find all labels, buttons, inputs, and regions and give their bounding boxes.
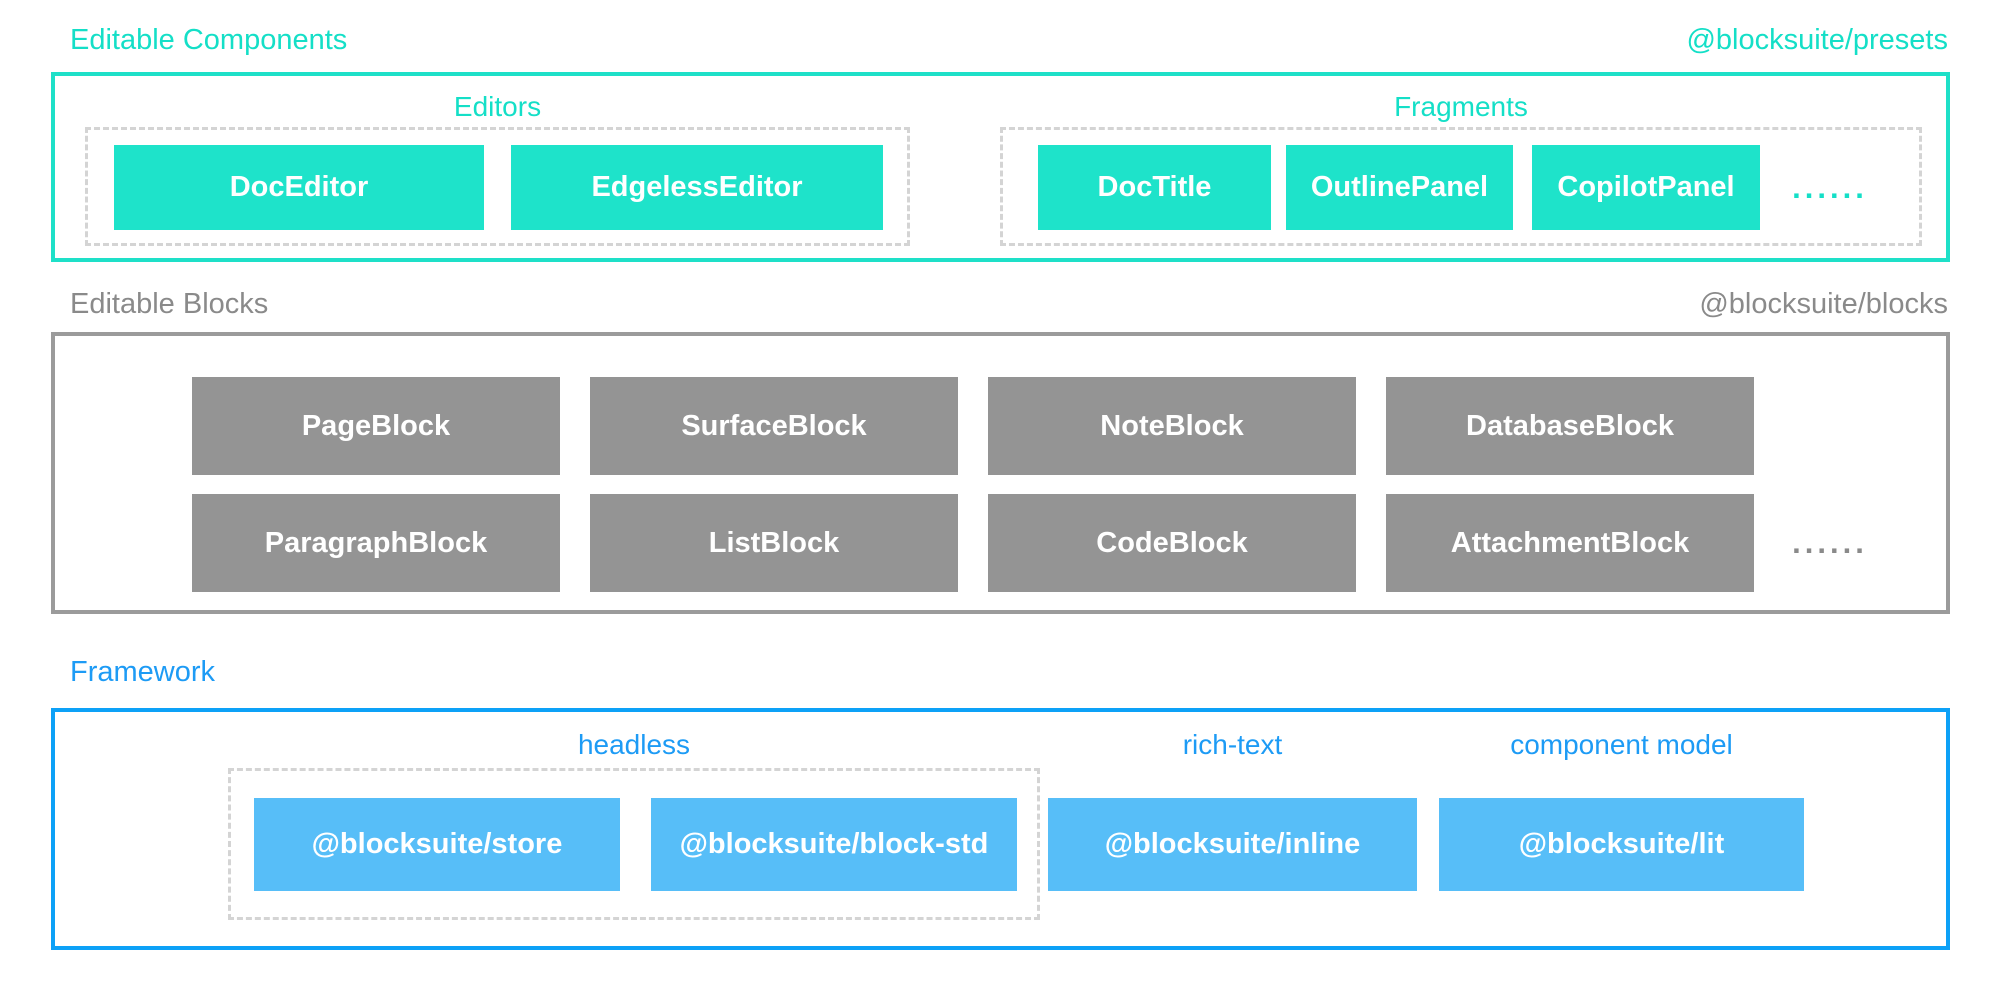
block-doctitle: DocTitle <box>1038 145 1271 230</box>
block-codeblock: CodeBlock <box>988 494 1356 592</box>
editors-group-label: Editors <box>453 91 542 122</box>
block-databaseblock: DatabaseBlock <box>1386 377 1754 475</box>
fragments-group-label: Fragments <box>1394 91 1528 122</box>
framework-title: Framework <box>70 656 216 688</box>
block-doceditor: DocEditor <box>114 145 484 230</box>
framework-box <box>51 708 1950 950</box>
headless-group-label: headless <box>577 729 691 760</box>
editable-components-box <box>51 72 1950 262</box>
block-blocksuite-inline: @blocksuite/inline <box>1048 798 1417 891</box>
block-paragraphblock: ParagraphBlock <box>192 494 560 592</box>
blocks-package-label: @blocksuite/blocks <box>1699 288 1948 320</box>
block-pageblock: PageBlock <box>192 377 560 475</box>
block-surfaceblock: SurfaceBlock <box>590 377 958 475</box>
block-copilotpanel: CopilotPanel <box>1532 145 1760 230</box>
block-attachmentblock: AttachmentBlock <box>1386 494 1754 592</box>
editable-components-title: Editable Components <box>70 24 348 56</box>
block-noteblock: NoteBlock <box>988 377 1356 475</box>
editable-blocks-box <box>51 332 1950 614</box>
block-blocksuite-block-std: @blocksuite/block-std <box>651 798 1017 891</box>
component-model-group-label: component model <box>1510 729 1733 760</box>
block-outlinepanel: OutlinePanel <box>1286 145 1513 230</box>
block-blocksuite-store: @blocksuite/store <box>254 798 620 891</box>
editable-blocks-title: Editable Blocks <box>70 288 269 320</box>
headless-dashed-box <box>228 768 1040 920</box>
presets-package-label: @blocksuite/presets <box>1686 24 1948 56</box>
rich-text-group-label: rich-text <box>1182 729 1283 760</box>
block-edgelesseditor: EdgelessEditor <box>511 145 883 230</box>
block-listblock: ListBlock <box>590 494 958 592</box>
editors-dashed-box <box>85 127 910 246</box>
fragments-ellipsis: ...... <box>1792 170 1868 205</box>
blocks-ellipsis: ...... <box>1792 525 1868 560</box>
fragments-dashed-box <box>1000 127 1922 246</box>
block-blocksuite-lit: @blocksuite/lit <box>1439 798 1804 891</box>
